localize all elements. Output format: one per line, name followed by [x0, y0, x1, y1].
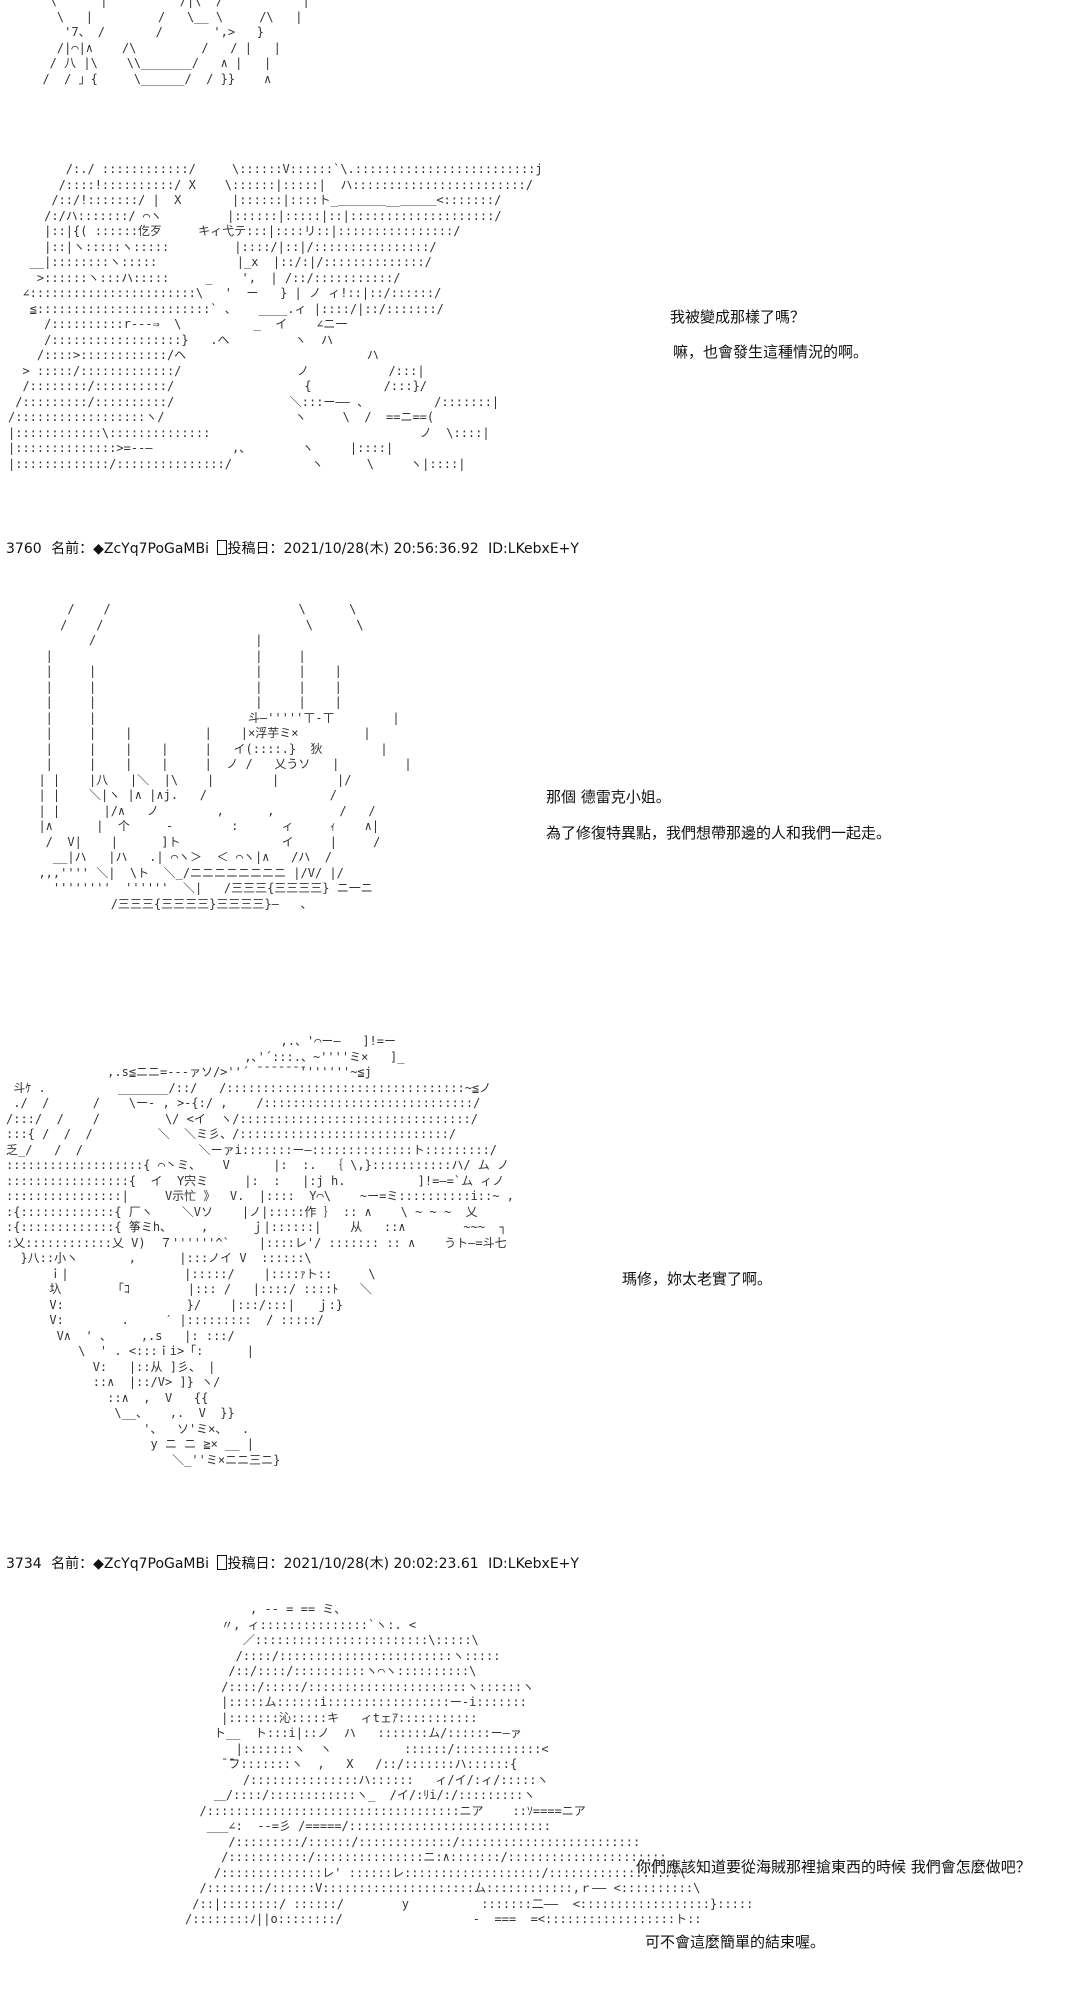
- post-date: 2021/10/28(木) 20:02:23.61: [283, 1556, 479, 1572]
- dialog-line: 我被變成那樣了嗎？: [670, 308, 806, 326]
- aa-art-top: \ | /|\ / | \ | / \__ \ /\ | '7、 / / ',>…: [42, 0, 310, 86]
- post-id[interactable]: ID:LKebxE+Y: [488, 1556, 579, 1572]
- dialog-line: 可不會這麼簡單的結束喔。: [645, 1933, 826, 1951]
- aa-art-panel-1: /:./ ::::::::::::/ \::::::V::::::`\.::::…: [8, 162, 543, 471]
- placeholder-box-icon: [217, 1555, 228, 1570]
- name-label: 名前：: [51, 1556, 94, 1572]
- post-id[interactable]: ID:LKebxE+Y: [488, 541, 579, 557]
- aa-art-panel-3: ,.、'⌒ー― ]!=ー ,､'´:::.、~''''ミ× ]_ ,.s≦ニニ=…: [6, 1034, 514, 1467]
- dialog-line: 為了修復特異點，我們想帶那邊的人和我們一起走。: [546, 824, 892, 842]
- poster-name[interactable]: ◆ZcYq7PoGaMBi: [93, 541, 210, 557]
- dialog-line: 嘛，也會發生這種情況的啊。: [673, 343, 869, 361]
- post-header: 3760 名前：◆ZcYq7PoGaMBi 投稿日：2021/10/28(木) …: [6, 540, 579, 558]
- poster-name[interactable]: ◆ZcYq7PoGaMBi: [93, 1556, 210, 1572]
- dialog-line: 瑪修，妳太老實了啊。: [622, 1270, 773, 1288]
- aa-art-panel-4: , -- = == ミ、 〃, ィ:::::::::::::::`ヽ:. < ／…: [185, 1602, 754, 1926]
- post-date: 2021/10/28(木) 20:56:36.92: [283, 541, 479, 557]
- posted-label: 投稿日：: [227, 1556, 284, 1572]
- dialog-line: 你們應該知道要從海賊那裡搶東西的時候 我們會怎麼做吧？: [636, 1858, 1031, 1876]
- post-header: 3734 名前：◆ZcYq7PoGaMBi 投稿日：2021/10/28(木) …: [6, 1555, 579, 1573]
- posted-label: 投稿日：: [227, 541, 284, 557]
- post-number: 3734: [6, 1556, 42, 1572]
- name-label: 名前：: [51, 541, 94, 557]
- dialog-line: 那個 德雷克小姐。: [546, 788, 671, 806]
- post-number: 3760: [6, 541, 42, 557]
- aa-art-panel-2: / / \ \ / / \ \ / | | | | | | |: [38, 602, 412, 911]
- placeholder-box-icon: [217, 540, 228, 555]
